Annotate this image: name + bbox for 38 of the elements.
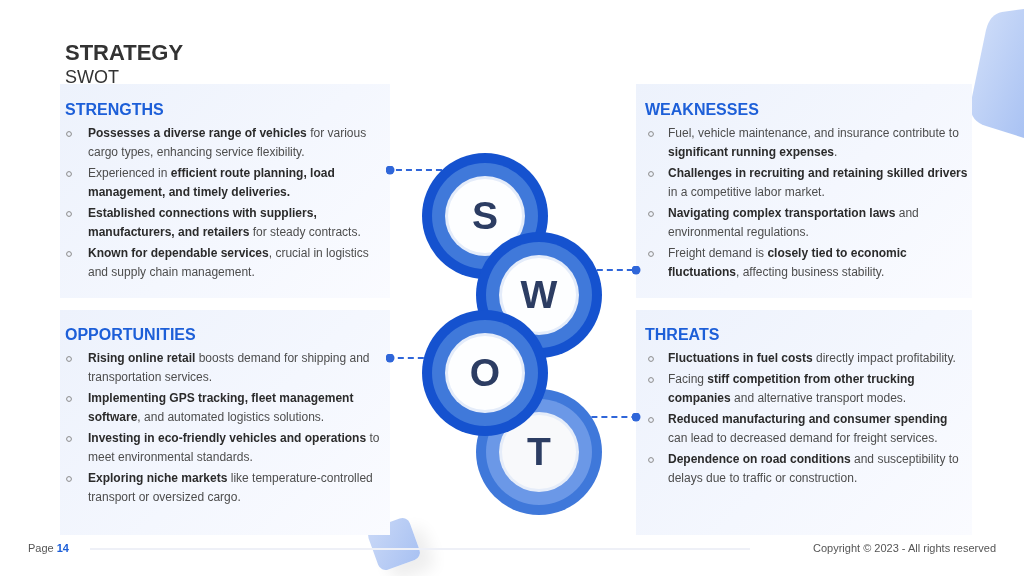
bullet-text: Dependence on road conditions and susceptibility to delays due to traffic or construction. <box>668 451 960 487</box>
bullet-text: Implementing GPS tracking, fleet management software, and automated logistics solutions. <box>88 390 355 426</box>
bullet-text: Established connections with suppliers, manufacturers, and retailers for steady contracts. <box>88 205 362 241</box>
dashed-connector <box>595 265 641 275</box>
bullet-text: Facing stiff competition from other trucking companies and alternative transport modes. <box>668 371 916 407</box>
bullet-text: Experienced in efficient route planning, load management, and timely deliveries. <box>88 165 336 201</box>
letter-circle <box>422 310 548 436</box>
panel-heading: THREATS <box>645 325 721 345</box>
copyright-text: Copyright © 2023 - All rights reserved <box>813 541 996 556</box>
bullet-text: Navigating complex transportation laws and environmental regulations. <box>668 205 920 241</box>
dashed-connector <box>590 412 641 422</box>
bullet-text: Known for dependable services, crucial in logistics and supply chain management. <box>88 245 370 281</box>
bullet-text: Exploring niche markets like temperature-controlled transport or oversized cargo. <box>88 470 374 506</box>
text-panel <box>636 84 972 298</box>
text-panel <box>60 84 390 298</box>
panel-heading: OPPORTUNITIES <box>65 325 197 345</box>
circle-letter: O <box>468 350 502 396</box>
circle-letter: W <box>519 272 559 318</box>
bullet-text: Fluctuations in fuel costs directly impact profitability. <box>668 350 957 367</box>
dashed-connector <box>385 165 443 175</box>
circle-letter: S <box>471 193 499 239</box>
bullet-text: Possesses a diverse range of vehicles for various cargo types, enhancing service flexibility. <box>88 125 368 161</box>
panel-heading: STRENGTHS <box>65 100 165 120</box>
slide-subtitle: SWOT <box>65 66 119 88</box>
bullet-text: Fuel, vehicle maintenance, and insurance contribute to significant running expenses. <box>668 125 960 161</box>
text-panel <box>636 310 972 535</box>
dashed-connector <box>385 353 425 363</box>
letter-circle <box>476 389 602 515</box>
slide-title: STRATEGY <box>65 40 184 66</box>
bullet-text: Investing in eco-friendly vehicles and operations to meet environmental standards. <box>88 430 381 466</box>
bullet-text: Reduced manufacturing and consumer spending can lead to decreased demand for freight services. <box>668 411 949 447</box>
page-number: Page 14 <box>28 541 69 556</box>
panel-heading: WEAKNESSES <box>645 100 760 120</box>
bullet-text: Challenges in recruiting and retaining skilled drivers in a competitive labor market. <box>668 165 969 201</box>
bullet-text: Freight demand is closely tied to economic fluctuations, affecting business stability. <box>668 245 908 281</box>
circle-letter: T <box>526 429 552 475</box>
text-panel <box>60 310 390 535</box>
bullet-text: Rising online retail boosts demand for shipping and transportation services. <box>88 350 371 386</box>
